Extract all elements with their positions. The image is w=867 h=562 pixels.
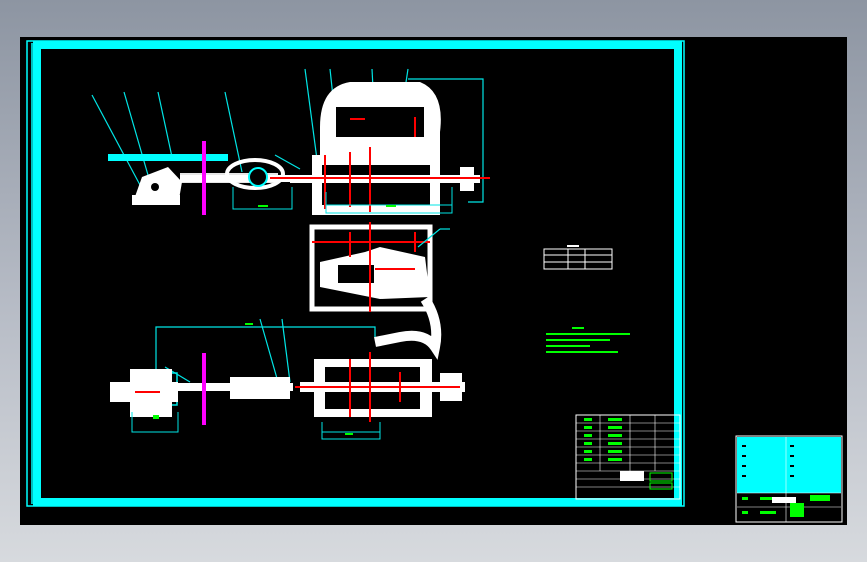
bom-grid	[576, 415, 680, 488]
upper-dim-text	[258, 205, 268, 207]
lower-centerlines	[135, 352, 460, 422]
upper-motor-window	[336, 107, 424, 137]
thumbnail-cyan-panel	[737, 437, 841, 493]
middle-mechanism	[320, 247, 430, 299]
connecting-hose	[374, 296, 442, 360]
lower-dim-text	[345, 433, 353, 435]
thumbnail-panel-marks	[742, 445, 794, 477]
parameter-table	[543, 245, 613, 270]
technical-notes-block	[546, 327, 630, 353]
upper-dim-text-2	[386, 205, 396, 207]
sheet-inner-border	[33, 41, 682, 506]
middle-centerlines	[312, 222, 430, 312]
middle-side-view	[309, 222, 450, 360]
lower-arm-cylinder	[230, 377, 290, 399]
cad-drawing-sheet	[26, 40, 843, 523]
title-block	[575, 414, 681, 500]
upper-base-cutout	[322, 165, 430, 205]
upper-cable-hose	[335, 138, 422, 161]
upper-centerlines	[270, 117, 490, 212]
middle-window	[338, 265, 374, 283]
lower-dimension-lines	[131, 412, 381, 440]
upper-assembly-view	[91, 68, 490, 215]
middle-leader	[417, 228, 441, 248]
cad-viewport[interactable]	[20, 37, 847, 525]
title-logo-box	[620, 471, 644, 481]
thumbnail-entries	[742, 495, 830, 517]
thumbnail-sheet	[735, 435, 843, 523]
upper-arm-beam	[108, 154, 228, 161]
lower-dim-text-3	[245, 323, 253, 325]
lower-dim-text-2	[153, 415, 159, 419]
bom-entries	[584, 418, 622, 461]
title-name-box	[649, 472, 673, 482]
upper-pivot-icon	[151, 183, 159, 191]
lower-assembly-view	[110, 318, 465, 440]
upper-pulley-icon	[248, 167, 268, 187]
thumbnail-grid	[737, 437, 841, 522]
title-code-box	[649, 482, 673, 490]
upper-gripper-base	[132, 195, 180, 205]
thumbnail-logo-box	[772, 497, 796, 503]
upper-belt-strip	[180, 173, 278, 183]
